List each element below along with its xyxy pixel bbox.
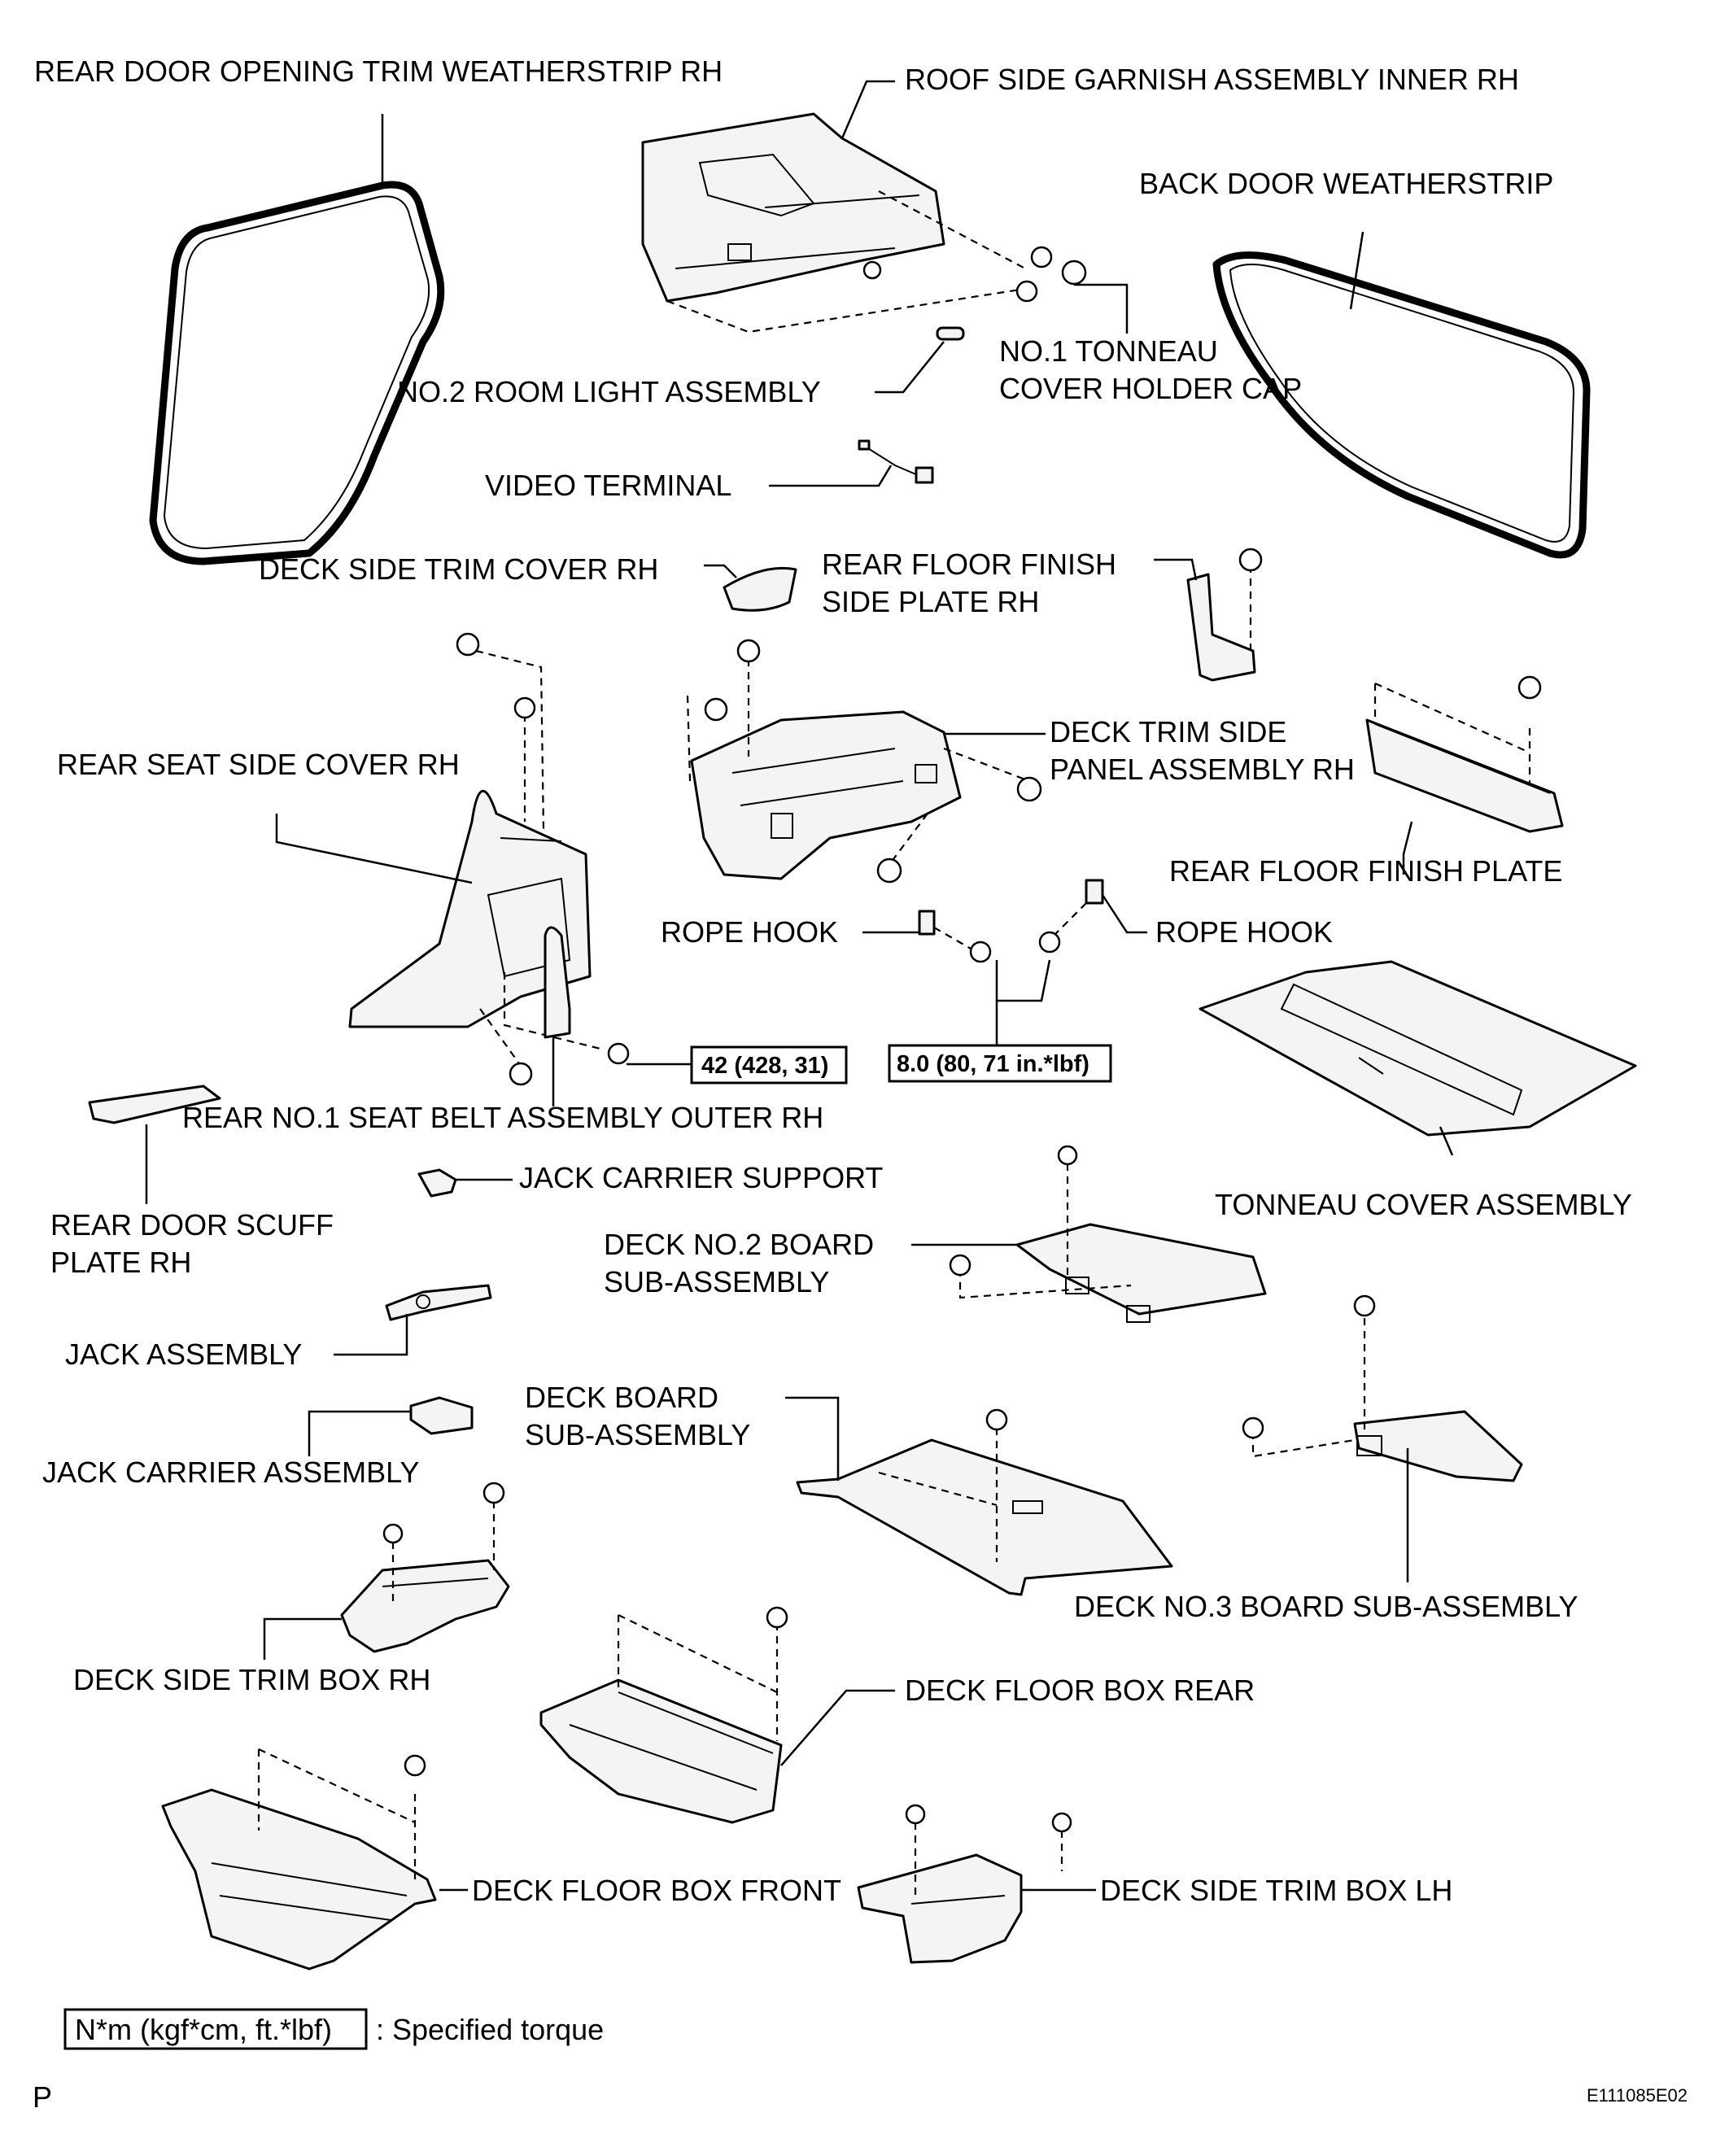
seat-side-cover-clip-3	[509, 1062, 533, 1086]
rear-seat-side-cover-part	[348, 790, 592, 1028]
seat-belt-bolt-part	[607, 1042, 630, 1065]
label-deck-floor-box-front: DECK FLOOR BOX FRONT	[472, 1874, 841, 1907]
garnish-clip-1	[862, 260, 882, 280]
torque-value-seat-belt: 42 (428, 31)	[701, 1053, 828, 1079]
label-deck-trim-side-panel-line1: DECK TRIM SIDE	[1050, 715, 1286, 748]
seat-belt-outer-part	[544, 926, 571, 1039]
label-rear-seat-side-cover: REAR SEAT SIDE COVER RH	[57, 748, 460, 781]
rear-floor-finish-side-plate-part	[1186, 548, 1263, 682]
label-tonneau-cover: TONNEAU COVER ASSEMBLY	[1215, 1188, 1632, 1221]
seat-side-cover-clip-2	[513, 696, 536, 719]
seat-side-cover-fastener-guide	[475, 649, 605, 1067]
jack-carrier-assembly-part	[409, 1396, 474, 1435]
deck-trim-side-panel-part	[690, 710, 962, 880]
rope-hook-left-part	[918, 910, 992, 963]
page-mark: P	[33, 2080, 52, 2114]
rear-door-opening-weatherstrip-part	[149, 181, 445, 565]
deck-panel-clip-3	[1016, 776, 1042, 802]
seat-side-cover-clip-1	[456, 632, 480, 657]
deck-no3-board-part	[1242, 1294, 1523, 1482]
legend-text: : Specified torque	[376, 2013, 604, 2046]
deck-side-trim-box-lh-part	[857, 1804, 1072, 1964]
label-rear-door-scuff-line1: REAR DOOR SCUFF	[50, 1208, 334, 1242]
label-rear-floor-side-plate-line2: SIDE PLATE RH	[822, 585, 1039, 618]
rear-floor-finish-plate-part	[1365, 675, 1564, 833]
roof-side-garnish-part	[641, 112, 945, 303]
video-terminal-part	[858, 439, 934, 484]
label-rear-door-opening-weatherstrip: REAR DOOR OPENING TRIM WEATHERSTRIP RH	[34, 55, 723, 88]
label-deck-board-line1: DECK BOARD	[525, 1381, 718, 1414]
leader-lines	[145, 80, 1454, 1892]
label-jack-carrier-support: JACK CARRIER SUPPORT	[519, 1161, 883, 1194]
torque-box-rope-hook: 8.0 (80, 71 in.*lbf)	[888, 1044, 1112, 1083]
label-seat-belt-outer: REAR NO.1 SEAT BELT ASSEMBLY OUTER RH	[182, 1101, 823, 1134]
label-jack-carrier-assembly: JACK CARRIER ASSEMBLY	[42, 1456, 419, 1489]
figure-code: E111085E02	[1587, 2085, 1688, 2106]
label-rear-floor-finish-plate: REAR FLOOR FINISH PLATE	[1169, 854, 1562, 888]
jack-carrier-support-part	[417, 1168, 457, 1198]
tonneau-cover-part	[1199, 960, 1637, 1137]
label-tonneau-cover-holder-cap-line1: NO.1 TONNEAU	[999, 334, 1218, 368]
torque-value-rope-hook: 8.0 (80, 71 in.*lbf)	[897, 1051, 1089, 1077]
label-back-door-weatherstrip: BACK DOOR WEATHERSTRIP	[1139, 167, 1553, 200]
deck-panel-clip-4	[876, 858, 902, 884]
deck-side-trim-box-rh-part	[340, 1482, 510, 1653]
tonneau-cover-holder-cap-part	[1061, 260, 1087, 286]
label-deck-side-trim-box-lh: DECK SIDE TRIM BOX LH	[1100, 1874, 1452, 1907]
deck-board-part	[796, 1408, 1173, 1596]
deck-floor-box-rear-part	[539, 1606, 788, 1824]
room-light-part	[936, 326, 965, 341]
deck-side-trim-cover-part	[723, 566, 797, 612]
garnish-clip-3	[1015, 280, 1038, 303]
garnish-clip-2	[1030, 246, 1053, 268]
legend-unit-box: N*m (kgf*cm, ft.*lbf)	[75, 2013, 332, 2046]
label-deck-side-trim-cover: DECK SIDE TRIM COVER RH	[259, 552, 658, 586]
deck-panel-clip-2	[704, 697, 728, 722]
deck-floor-box-front-part	[161, 1748, 437, 1971]
label-video-terminal: VIDEO TERMINAL	[485, 469, 731, 502]
label-deck-no2-board-line1: DECK NO.2 BOARD	[604, 1228, 874, 1261]
label-rope-hook-right: ROPE HOOK	[1155, 915, 1333, 949]
label-deck-board-line2: SUB-ASSEMBLY	[525, 1418, 750, 1451]
label-deck-side-trim-box-rh: DECK SIDE TRIM BOX RH	[73, 1663, 430, 1696]
deck-trim-side-panel-guide	[686, 659, 1030, 863]
torque-legend: N*m (kgf*cm, ft.*lbf) : Specified torque	[63, 2008, 604, 2050]
label-deck-floor-box-rear: DECK FLOOR BOX REAR	[905, 1674, 1255, 1707]
torque-box-seat-belt: 42 (428, 31)	[690, 1045, 848, 1085]
back-door-weatherstrip-part	[1212, 251, 1591, 559]
label-room-light: NO.2 ROOM LIGHT ASSEMBLY	[397, 375, 821, 408]
label-jack-assembly: JACK ASSEMBLY	[65, 1338, 302, 1371]
label-deck-no3-board: DECK NO.3 BOARD SUB-ASSEMBLY	[1074, 1590, 1578, 1623]
rear-door-scuff-plate-part	[88, 1085, 221, 1124]
label-roof-side-garnish: ROOF SIDE GARNISH ASSEMBLY INNER RH	[905, 63, 1519, 96]
label-deck-no2-board-line2: SUB-ASSEMBLY	[604, 1265, 829, 1298]
label-tonneau-cover-holder-cap-line2: COVER HOLDER CAP	[999, 372, 1302, 405]
deck-panel-clip-1	[736, 639, 761, 663]
rope-hook-right-part	[1038, 879, 1104, 954]
label-deck-trim-side-panel-line2: PANEL ASSEMBLY RH	[1050, 753, 1355, 786]
label-rear-door-scuff-line2: PLATE RH	[50, 1246, 191, 1279]
label-rear-floor-side-plate-line1: REAR FLOOR FINISH	[822, 548, 1116, 581]
label-rope-hook-left: ROPE HOOK	[661, 915, 838, 949]
deck-no2-board-part	[949, 1145, 1267, 1323]
garnish-fastener-guide	[666, 190, 1026, 334]
jack-assembly-part	[385, 1284, 492, 1321]
